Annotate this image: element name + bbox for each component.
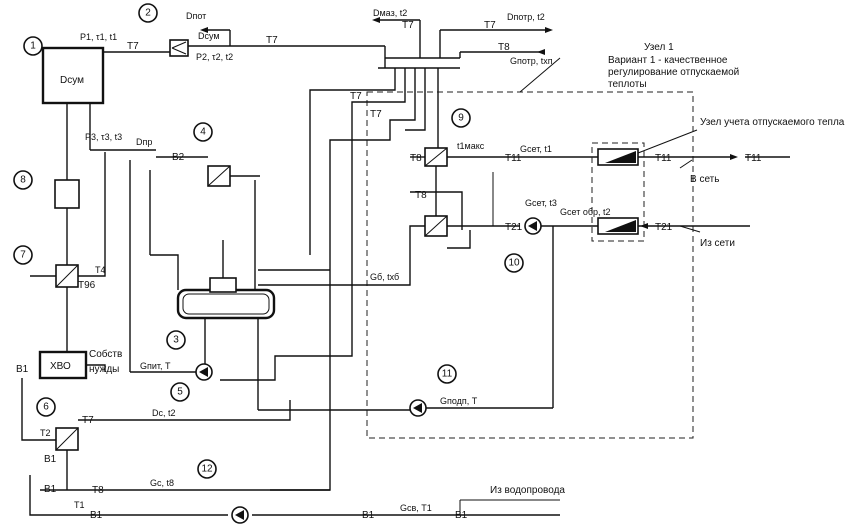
pipe-b2: B2: [172, 152, 185, 163]
label-t4: T4: [95, 265, 106, 275]
dsum-label: Dсум: [60, 75, 84, 86]
pipe-b1: B1: [44, 454, 57, 465]
outnet-leader: [679, 159, 693, 169]
pipe-t7: T7: [402, 20, 414, 31]
node-title-3: регулирование отпускаемой: [608, 67, 739, 78]
node-2: 2: [145, 8, 151, 19]
from-water-label: Из водопровода: [490, 485, 565, 496]
label-t1max: t1макс: [457, 141, 485, 151]
reducer-2: [169, 39, 189, 57]
label-t2: T2: [40, 428, 51, 438]
pipe-b1: B1: [44, 484, 57, 495]
label-gpit: Gпит, T: [140, 361, 171, 371]
own-needs-2: нужды: [89, 364, 119, 375]
label-p2: P2, τ2, t2: [196, 52, 233, 62]
node-title: Узел 1: [644, 42, 674, 53]
node-1-boundary: [366, 91, 694, 439]
label-gsv: Gсв, T1: [400, 503, 432, 513]
pipe-t8: T8: [410, 153, 422, 164]
node-title-4: теплоты: [608, 79, 647, 90]
pipe-t7: T7: [350, 91, 362, 102]
pipe-labels: T7 T7 T7 T7 T8 T7 T7 T8 T8 T11 T11 T11 T…: [16, 20, 762, 521]
pipe-t21: T21: [505, 222, 523, 233]
label-gpotr: Gпотр, tхп: [510, 56, 553, 66]
node-5: 5: [177, 387, 183, 398]
node-1: 1: [30, 41, 36, 52]
label-p1: P1, τ1, t1: [80, 32, 117, 42]
label-gsetobr: Gсет обр, t2: [560, 207, 611, 217]
pipe-t7: T7: [484, 20, 496, 31]
label-gc: Gc, t8: [150, 478, 174, 488]
label-gb: Gб, tхб: [370, 272, 399, 282]
pipe-t8: T8: [92, 485, 104, 496]
xvo-label: ХВО: [50, 361, 71, 372]
label-dpr: Dпр: [136, 137, 152, 147]
label-gpodp: Gподп, T: [440, 396, 478, 406]
label-dpot: Dпот: [186, 11, 206, 21]
node-8: 8: [20, 175, 26, 186]
pipe-t21: T21: [655, 222, 673, 233]
node-6: 6: [43, 402, 49, 413]
pipe-t11: T11: [505, 153, 522, 164]
node-10: 10: [508, 258, 520, 269]
metering-label: Узел учета отпускаемого тепла: [700, 117, 845, 128]
pipe-t11: T11: [745, 153, 762, 164]
node-1-leader: [519, 57, 561, 93]
deaerator-column: [209, 277, 237, 293]
label-p3: P3, τ3, t3: [85, 132, 122, 142]
pipe-t7: T7: [266, 35, 278, 46]
from-net-label: Из сети: [700, 238, 735, 249]
pipe-t11: T11: [655, 153, 672, 164]
separator-8: [54, 179, 80, 209]
out-net-label: В сеть: [690, 174, 719, 185]
pipe-t8: T8: [415, 190, 427, 201]
dsum-box: [41, 46, 105, 105]
pipe-b1: B1: [90, 510, 103, 521]
node-11: 11: [442, 369, 453, 380]
label-gset3: Gсет, t3: [525, 198, 557, 208]
node-caption: Узел 1 Вариант 1 - качественное регулиро…: [608, 42, 739, 90]
pipe-b1: B1: [362, 510, 375, 521]
own-needs-1: Собств: [89, 348, 122, 360]
node-markers: 1 2 3 4 5 6 7 8 9 10 11 12: [13, 3, 524, 479]
label-dmaz: Dмаз, t2: [373, 8, 407, 18]
label-t1: T1: [74, 500, 85, 510]
node-7: 7: [20, 250, 26, 261]
node-12: 12: [201, 464, 213, 475]
label-dpotr: Dпотр, t2: [507, 12, 545, 22]
pipe-t7: T7: [82, 415, 94, 426]
pipe-t7: T7: [370, 109, 382, 120]
pipe-b1: B1: [455, 510, 468, 521]
flow-labels: P1, τ1, t1 Dпот Dсум P2, τ2, t2 Dмаз, t2…: [40, 8, 611, 513]
node-3: 3: [173, 335, 179, 346]
label-dc2: Dc, t2: [152, 408, 176, 418]
pipe-b1: B1: [16, 364, 29, 375]
fromnet-leader: [679, 225, 701, 233]
node-4: 4: [200, 127, 206, 138]
node-title-2: Вариант 1 - качественное: [608, 55, 728, 66]
pipe-t8: T8: [498, 42, 510, 53]
pipe-t7: T7: [127, 41, 139, 52]
meter-boundary: [591, 142, 645, 242]
label-dsum: Dсум: [198, 31, 220, 41]
label-gset: Gсет, t1: [520, 144, 552, 154]
node-9: 9: [458, 113, 464, 124]
pipe-t96: T96: [78, 280, 96, 291]
